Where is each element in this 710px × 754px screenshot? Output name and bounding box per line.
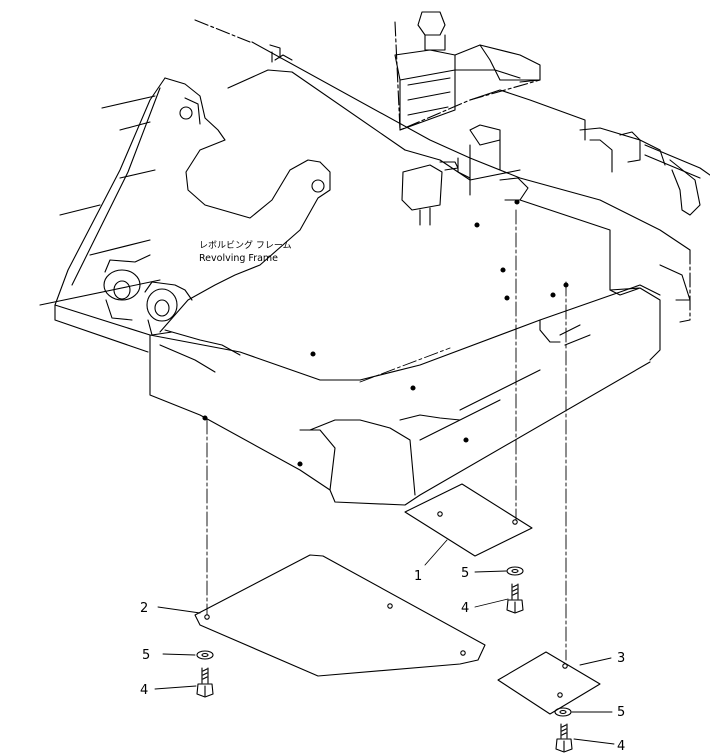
frame-label-english: Revolving Frame <box>199 253 278 264</box>
cover-plate-2 <box>194 554 486 677</box>
callout-bolt-left: 4 <box>140 683 148 698</box>
washer-right <box>554 707 572 717</box>
alignment-lines <box>206 209 567 661</box>
revolving-frame <box>39 11 710 506</box>
washer-left <box>196 650 214 660</box>
callout-plate-2: 2 <box>140 601 148 616</box>
callout-plate-3: 3 <box>617 651 625 666</box>
washer-center <box>506 566 524 576</box>
callout-washer-center: 5 <box>461 566 469 581</box>
callout-plate-1: 1 <box>414 569 422 584</box>
bolt-center <box>506 583 524 614</box>
leader-lines <box>154 539 615 745</box>
callout-bolt-right: 4 <box>617 739 625 754</box>
callout-bolt-center: 4 <box>461 601 469 616</box>
cover-plate-1 <box>404 483 533 557</box>
frame-label-japanese: レボルビング フレーム <box>199 239 292 251</box>
callout-washer-right: 5 <box>617 705 625 720</box>
cover-plate-3 <box>497 651 601 715</box>
bolt-left <box>196 667 214 698</box>
callout-washer-left: 5 <box>142 648 150 663</box>
bolt-right <box>555 723 573 753</box>
